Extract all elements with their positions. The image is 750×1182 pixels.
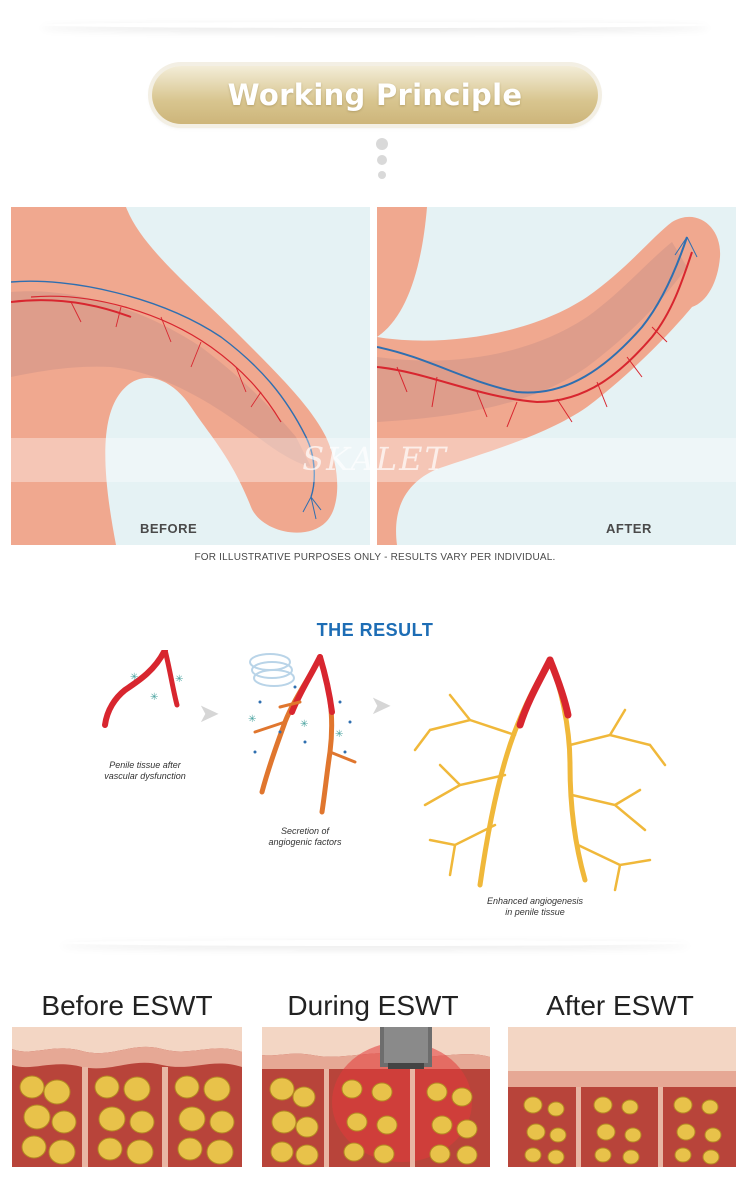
arrow-2-icon: ➤ — [370, 690, 392, 720]
stage2-caption-line2: angiogenic factors — [268, 837, 342, 847]
during-eswt-title: During ESWT — [287, 990, 459, 1021]
before-illustration-panel — [11, 207, 370, 545]
arrow-1-icon: ➤ — [198, 698, 220, 728]
before-anatomy-illustration — [11, 207, 338, 545]
stage3-caption-line1: Enhanced angiogenesis — [486, 896, 584, 906]
before-eswt-tissue — [12, 1027, 242, 1167]
stage1-vessel-illustration: ✳ ✳ ✳ — [102, 650, 183, 728]
after-eswt-tissue — [508, 1027, 736, 1167]
mid-divider-shadow — [60, 940, 690, 946]
before-eswt-title: Before ESWT — [41, 990, 213, 1021]
before-eswt-tissue-illustration — [12, 1027, 242, 1167]
stage1-caption-line1: Penile tissue after — [109, 760, 181, 770]
stage2-caption: Secretion of angiogenic factors — [250, 826, 360, 848]
section-banner: Working Principle — [152, 66, 598, 124]
top-divider-shadow — [40, 22, 710, 28]
svg-text:✳: ✳ — [130, 672, 138, 683]
after-eswt-title: After ESWT — [546, 990, 694, 1021]
after-label: AFTER — [606, 521, 652, 536]
before-label: BEFORE — [140, 521, 198, 536]
svg-text:✳: ✳ — [175, 674, 183, 685]
stage2-caption-line1: Secretion of — [280, 826, 330, 836]
svg-text:✳: ✳ — [300, 719, 308, 730]
watermark-band — [0, 438, 750, 482]
during-eswt-tissue — [262, 1027, 490, 1167]
stage1-caption-line2: vascular dysfunction — [104, 771, 186, 781]
dot-3 — [378, 171, 386, 179]
after-eswt-tissue-illustration — [508, 1027, 736, 1167]
page-title: Working Principle — [227, 78, 523, 112]
stage3-caption: Enhanced angiogenesis in penile tissue — [475, 896, 595, 918]
svg-text:✳: ✳ — [335, 729, 343, 740]
stage1-caption: Penile tissue after vascular dysfunction — [90, 760, 200, 782]
svg-text:✳: ✳ — [150, 692, 158, 703]
during-eswt-tissue-illustration — [262, 1027, 490, 1167]
svg-text:✳: ✳ — [248, 714, 256, 725]
stage2-vessel-illustration: ✳ ✳ ✳ — [248, 653, 357, 815]
after-anatomy-illustration — [377, 207, 721, 545]
dot-2 — [377, 155, 387, 165]
result-title: THE RESULT — [316, 620, 434, 640]
disclaimer-text: FOR ILLUSTRATIVE PURPOSES ONLY - RESULTS… — [194, 552, 556, 563]
stage3-caption-line2: in penile tissue — [505, 907, 565, 917]
dot-1 — [376, 138, 388, 150]
stage3-vessel-illustration — [413, 656, 667, 892]
brand-watermark: SKALET — [302, 440, 448, 478]
after-illustration-panel — [377, 207, 736, 545]
